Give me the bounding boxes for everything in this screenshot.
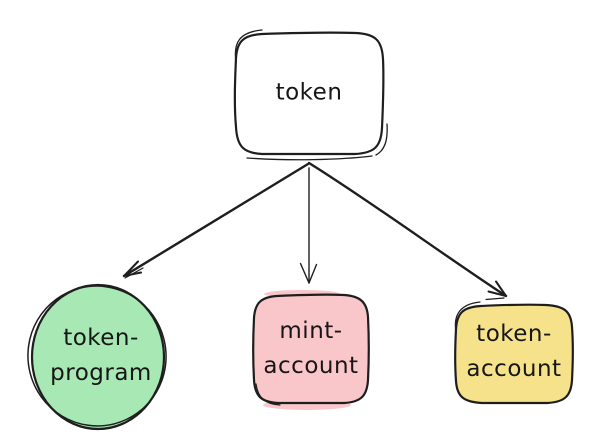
edge-token-to-token-program bbox=[122, 162, 310, 278]
node-token-account-sketch-stroke bbox=[454, 301, 481, 333]
node-token-program-sketch-stroke bbox=[27, 285, 167, 427]
node-token-program-label: token- program bbox=[50, 321, 152, 391]
node-mint-account-label-line2: account bbox=[263, 353, 359, 379]
node-token-label-text: token bbox=[275, 79, 343, 106]
node-token-program-label-line1: token- bbox=[63, 325, 139, 351]
node-token-account-label-line1: token- bbox=[476, 321, 552, 347]
edge-token-to-token-account-arrowhead-sketch bbox=[485, 297, 505, 301]
node-mint-account-shape bbox=[252, 293, 370, 405]
node-token-account-label: token- account bbox=[466, 317, 561, 387]
edge-token-to-token-account-arrowhead bbox=[487, 280, 507, 297]
node-token-sketch-stroke bbox=[234, 29, 388, 161]
edge-token-to-token-account bbox=[307, 161, 508, 298]
node-token-program-shape bbox=[30, 283, 166, 431]
node-token-label: token bbox=[276, 76, 343, 111]
node-token-account-shape bbox=[454, 303, 574, 405]
node-mint-account-sketch-stroke bbox=[255, 383, 281, 406]
node-mint-account-label: mint- account bbox=[263, 314, 358, 384]
edge-token-to-mint-account-arrowhead bbox=[299, 262, 318, 284]
node-token-program-label-line2: program bbox=[50, 360, 152, 386]
node-token-shape bbox=[233, 31, 385, 156]
node-mint-account-label-line1: mint- bbox=[279, 318, 343, 344]
edge-token-to-token-program-arrowhead-sketch bbox=[124, 267, 144, 279]
node-token-account-label-line2: account bbox=[466, 356, 562, 382]
